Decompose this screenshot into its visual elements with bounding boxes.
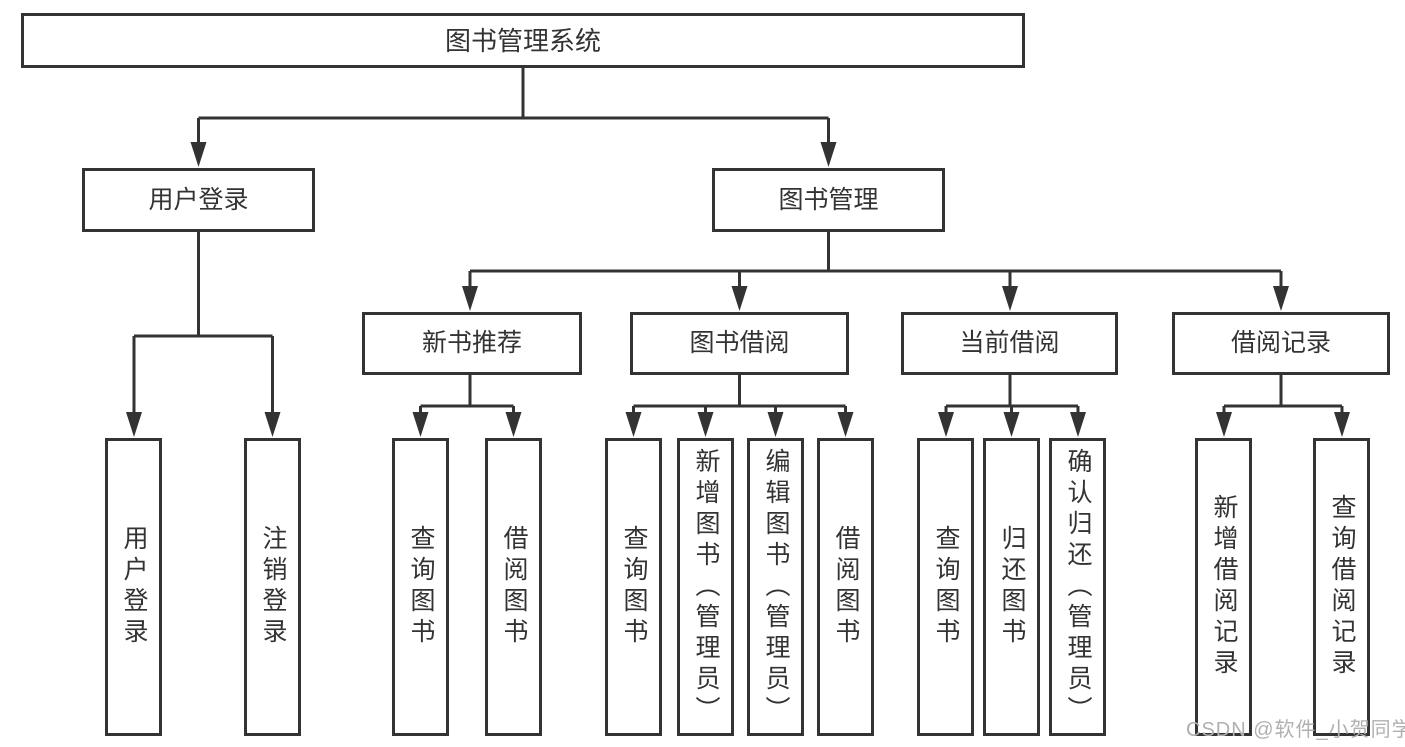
node-borrowing-records: 借阅记录 bbox=[1172, 312, 1390, 375]
leaf-query-books-current: 查询图书 bbox=[917, 438, 974, 736]
leaf-return-book-label: 归还图书 bbox=[998, 525, 1026, 649]
node-user-login: 用户登录 bbox=[82, 168, 315, 232]
node-book-borrowing: 图书借阅 bbox=[630, 312, 849, 375]
leaf-add-borrow-record-label: 新增借阅记录 bbox=[1210, 494, 1238, 680]
arrowheads bbox=[126, 142, 1350, 437]
leaf-borrow-books-recommend: 借阅图书 bbox=[485, 438, 542, 736]
leaf-query-books-recommend-label: 查询图书 bbox=[407, 525, 435, 649]
node-library-management-system: 图书管理系统 bbox=[21, 13, 1025, 68]
leaf-borrow-books-borrowing: 借阅图书 bbox=[817, 438, 874, 736]
leaf-confirm-return-admin: 确认归还（管理员） bbox=[1049, 438, 1106, 736]
leaf-query-books-borrowing: 查询图书 bbox=[605, 438, 662, 736]
leaf-add-book-admin: 新增图书（管理员） bbox=[677, 438, 734, 736]
leaf-add-borrow-record: 新增借阅记录 bbox=[1195, 438, 1252, 736]
leaf-add-book-admin-label: 新增图书（管理员） bbox=[692, 447, 720, 727]
leaf-logout: 注销登录 bbox=[244, 438, 301, 736]
leaf-user-login-label: 用户登录 bbox=[120, 525, 148, 649]
leaf-query-books-recommend: 查询图书 bbox=[392, 438, 449, 736]
leaf-query-books-current-label: 查询图书 bbox=[932, 525, 960, 649]
leaf-borrow-books-borrowing-label: 借阅图书 bbox=[832, 525, 860, 649]
leaf-query-borrow-record-label: 查询借阅记录 bbox=[1328, 494, 1356, 680]
csdn-watermark: CSDN @软件_小贺同学 bbox=[1186, 719, 1405, 741]
node-new-book-recommend: 新书推荐 bbox=[362, 312, 582, 375]
leaf-borrow-books-recommend-label: 借阅图书 bbox=[500, 525, 528, 649]
node-book-management: 图书管理 bbox=[712, 168, 945, 232]
node-current-borrowing: 当前借阅 bbox=[901, 312, 1118, 375]
leaf-edit-book-admin: 编辑图书（管理员） bbox=[747, 438, 804, 736]
leaf-logout-label: 注销登录 bbox=[259, 525, 287, 649]
leaf-query-books-borrowing-label: 查询图书 bbox=[620, 525, 648, 649]
leaf-query-borrow-record: 查询借阅记录 bbox=[1313, 438, 1370, 736]
leaf-edit-book-admin-label: 编辑图书（管理员） bbox=[762, 447, 790, 727]
leaf-return-book: 归还图书 bbox=[983, 438, 1040, 736]
leaf-user-login: 用户登录 bbox=[105, 438, 162, 736]
leaf-confirm-return-admin-label: 确认归还（管理员） bbox=[1064, 447, 1092, 727]
